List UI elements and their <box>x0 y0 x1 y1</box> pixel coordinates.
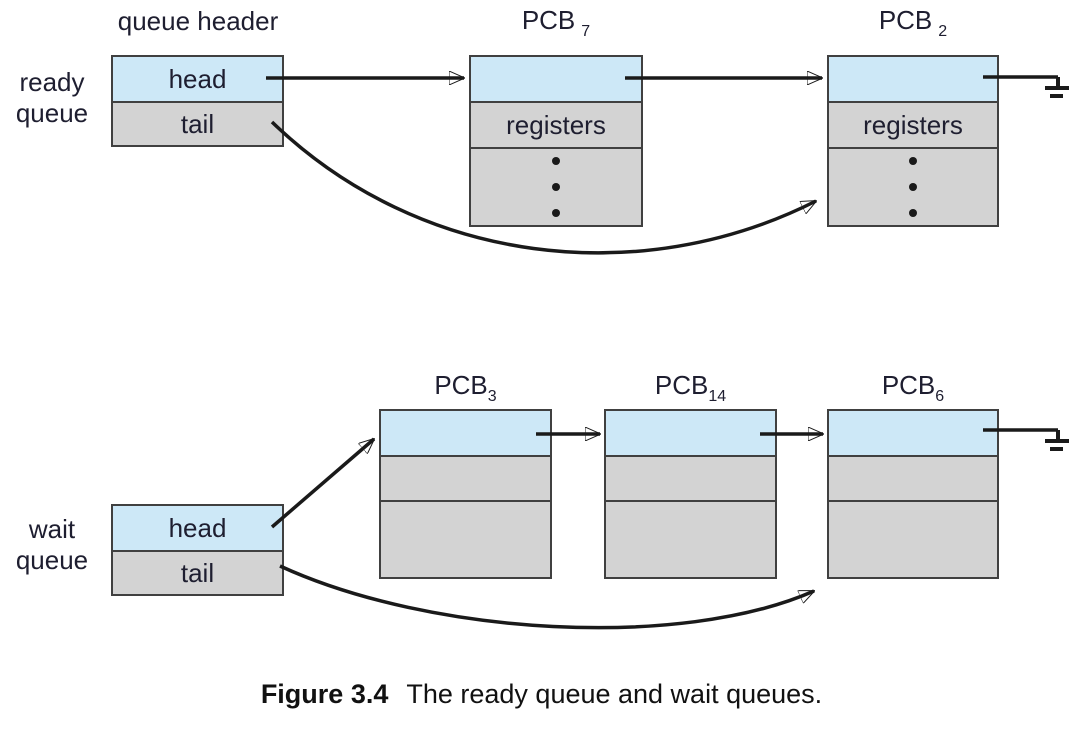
queue-header-label: queue header <box>117 6 279 36</box>
pcb2-box: registers <box>827 55 999 227</box>
wait-queue-side-label-line1: wait <box>28 514 76 544</box>
pcb3-row2-cell <box>381 455 550 500</box>
pcb2-fields-cell <box>829 147 997 225</box>
wait-queue-tail-cell: tail <box>113 550 282 594</box>
pcb7-title-subscript: 7 <box>581 23 591 40</box>
dot-icon <box>909 157 917 165</box>
ready-queue-side-label-line2: queue <box>15 98 89 128</box>
dot-icon <box>552 157 560 165</box>
pcb2-title-base: PCB <box>878 5 933 35</box>
pcb6-title-subscript: 6 <box>935 388 945 405</box>
pcb14-row3-cell <box>606 500 775 577</box>
pcb6-title: PCB6 <box>827 370 999 405</box>
null-pointer-ground-icon-top <box>1045 77 1069 98</box>
dot-icon <box>909 183 917 191</box>
ready-queue-tail-cell: tail <box>113 101 282 145</box>
pcb3-title-base: PCB <box>434 370 488 400</box>
dot-icon <box>552 209 560 217</box>
ready-queue-side-label-line1: ready <box>19 67 85 97</box>
pcb14-title-base: PCB <box>654 370 709 400</box>
wait-queue-head-cell: head <box>113 506 282 550</box>
wait-queue-header-box: head tail <box>111 504 284 596</box>
pcb2-registers-cell: registers <box>829 101 997 147</box>
ready-queue-head-cell: head <box>113 57 282 101</box>
pcb6-row2-cell <box>829 455 997 500</box>
figure-caption: Figure 3.4 The ready queue and wait queue… <box>0 679 1083 710</box>
wait-queue-side-label-line2: queue <box>15 545 89 575</box>
pcb7-title-base: PCB <box>521 5 576 35</box>
wait-head-arrow <box>270 439 374 529</box>
pcb14-title-subscript: 14 <box>708 388 727 405</box>
pcb3-title: PCB3 <box>379 370 552 405</box>
dot-icon <box>552 183 560 191</box>
pcb2-link-cell <box>829 57 997 101</box>
pcb3-title-subscript: 3 <box>487 388 497 405</box>
pcb3-box <box>379 409 552 579</box>
pcb14-row2-cell <box>606 455 775 500</box>
pcb2-title-subscript: 2 <box>938 23 948 40</box>
null-pointer-ground-icon-bottom <box>1045 430 1069 451</box>
pcb7-box: registers <box>469 55 643 227</box>
pcb6-title-base: PCB <box>881 370 936 400</box>
pcb6-row3-cell <box>829 500 997 577</box>
pcb3-link-cell <box>381 411 550 455</box>
wait-queue-side-label: wait queue <box>6 514 98 576</box>
pcb2-title: PCB 2 <box>827 5 999 40</box>
pcb3-row3-cell <box>381 500 550 577</box>
dot-icon <box>909 209 917 217</box>
ready-queue-side-label: ready queue <box>6 67 98 129</box>
ellipsis-dots-icon <box>471 149 641 225</box>
figure-caption-label: Figure 3.4 <box>260 679 389 709</box>
pcb14-title: PCB14 <box>604 370 777 405</box>
pcb6-box <box>827 409 999 579</box>
pcb7-link-cell <box>471 57 641 101</box>
pcb14-box <box>604 409 777 579</box>
pcb7-registers-cell: registers <box>471 101 641 147</box>
ellipsis-dots-icon <box>829 149 997 225</box>
ready-queue-header-box: head tail <box>111 55 284 147</box>
pcb6-link-cell <box>829 411 997 455</box>
pcb7-title: PCB 7 <box>469 5 643 40</box>
figure-caption-text: The ready queue and wait queues. <box>406 679 823 709</box>
pcb14-link-cell <box>606 411 775 455</box>
pcb7-fields-cell <box>471 147 641 225</box>
